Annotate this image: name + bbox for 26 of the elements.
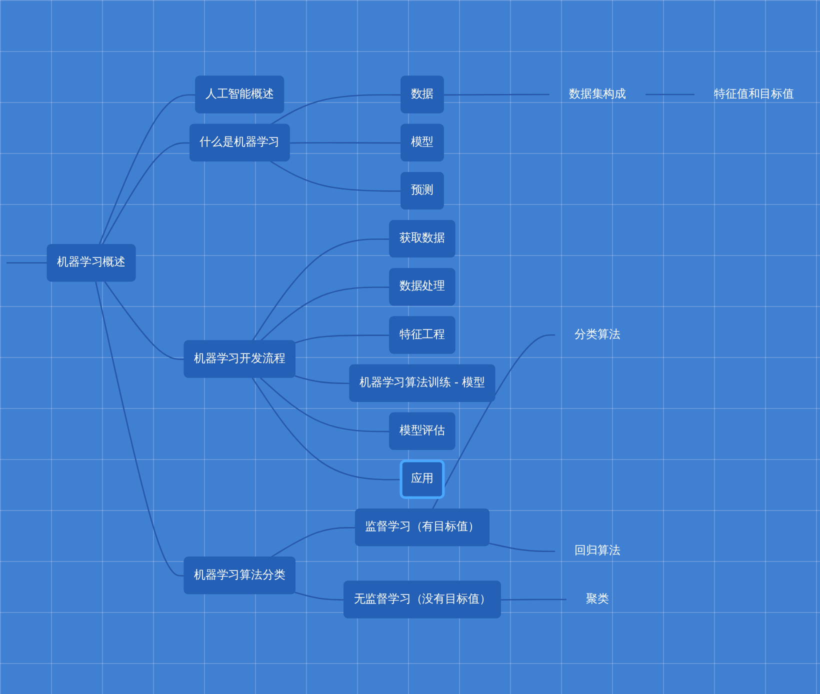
node-text: 数据集构成 — [568, 88, 626, 101]
connector — [270, 160, 402, 192]
connector — [444, 94, 550, 96]
connector — [432, 334, 556, 510]
connector — [489, 542, 556, 552]
connector — [500, 598, 566, 601]
connector — [294, 334, 390, 344]
connector — [290, 142, 402, 144]
node-text: 分类算法 — [574, 328, 620, 342]
connector — [646, 94, 694, 96]
node-text: 特征值和目标值 — [714, 88, 794, 101]
connector — [95, 281, 185, 576]
connector — [260, 286, 390, 342]
connector — [294, 592, 344, 601]
connector — [104, 281, 185, 360]
node-text: 聚类 — [586, 592, 609, 606]
connector-line — [6, 262, 48, 264]
connector — [270, 94, 402, 126]
connector — [98, 94, 196, 246]
connector — [252, 238, 390, 342]
connector — [252, 377, 402, 480]
connector — [260, 377, 390, 432]
connector — [270, 527, 356, 558]
node-text: 回归算法 — [574, 544, 620, 558]
connector — [294, 375, 350, 384]
connector — [102, 142, 190, 246]
